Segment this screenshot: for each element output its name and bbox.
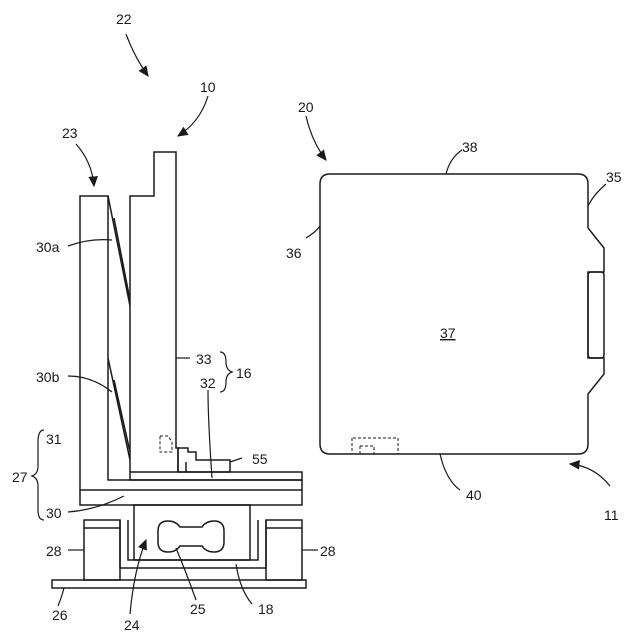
label-55: 55: [252, 451, 268, 467]
flexure-link-30a-2: [114, 218, 130, 300]
load-cell-25: [158, 521, 224, 552]
leader-20: [306, 116, 326, 160]
leader-24: [130, 540, 146, 614]
label-24: 24: [124, 617, 140, 633]
body-20: [320, 174, 604, 454]
base-plate-26: [52, 580, 306, 588]
leader-40: [440, 454, 460, 490]
leader-25: [176, 548, 196, 600]
leader-36: [306, 226, 320, 238]
leader-30b: [68, 376, 112, 392]
vertical-post-31: [80, 196, 302, 490]
label-28-left: 28: [46, 543, 62, 559]
leader-10: [178, 96, 208, 136]
leader-11: [570, 464, 610, 486]
flexure-link-30a-1: [108, 196, 130, 306]
side-tab-35: [588, 272, 604, 358]
leader-55: [230, 458, 242, 462]
leader-38: [446, 150, 462, 174]
label-30a: 30a: [36, 239, 60, 255]
upright-33: [130, 152, 178, 472]
label-27: 27: [12, 469, 28, 485]
tray-18-inner: [128, 520, 258, 560]
leader-32: [208, 390, 212, 478]
flexure-link-30b-1: [108, 358, 130, 460]
label-40: 40: [466, 487, 482, 503]
leader-22: [126, 34, 148, 76]
lower-plate-32: [130, 472, 302, 480]
label-25: 25: [190, 601, 206, 617]
leader-18: [236, 564, 252, 604]
label-23: 23: [62, 125, 78, 141]
label-37: 37: [440, 325, 456, 341]
leader-26: [58, 588, 64, 606]
label-10: 10: [200, 79, 216, 95]
label-33: 33: [196, 351, 212, 367]
leader-23: [76, 144, 94, 186]
label-30b: 30b: [36, 369, 60, 385]
label-28-right: 28: [320, 543, 336, 559]
label-26: 26: [52, 607, 68, 623]
brace-27: [32, 430, 44, 520]
label-11: 11: [604, 507, 619, 523]
label-38: 38: [462, 139, 478, 155]
label-16: 16: [236, 365, 252, 381]
leader-35: [588, 184, 606, 206]
flexure-link-30b-2: [114, 380, 130, 452]
right-leg-block-28: [266, 520, 302, 580]
label-30: 30: [46, 505, 62, 521]
label-35: 35: [606, 169, 622, 185]
label-18: 18: [258, 601, 274, 617]
leader-30a: [68, 240, 112, 246]
dashed-feature-right: [352, 438, 398, 454]
left-leg-block-28: [84, 520, 120, 580]
dashed-feature-left: [160, 436, 172, 452]
label-31: 31: [46, 431, 62, 447]
leader-30: [68, 496, 124, 512]
label-36: 36: [286, 245, 302, 261]
label-20: 20: [298, 99, 314, 115]
load-cell-housing-24: [134, 505, 250, 560]
base-plate-30: [80, 490, 302, 505]
brace-16: [220, 352, 232, 392]
label-22: 22: [116, 11, 132, 27]
label-32: 32: [200, 375, 216, 391]
